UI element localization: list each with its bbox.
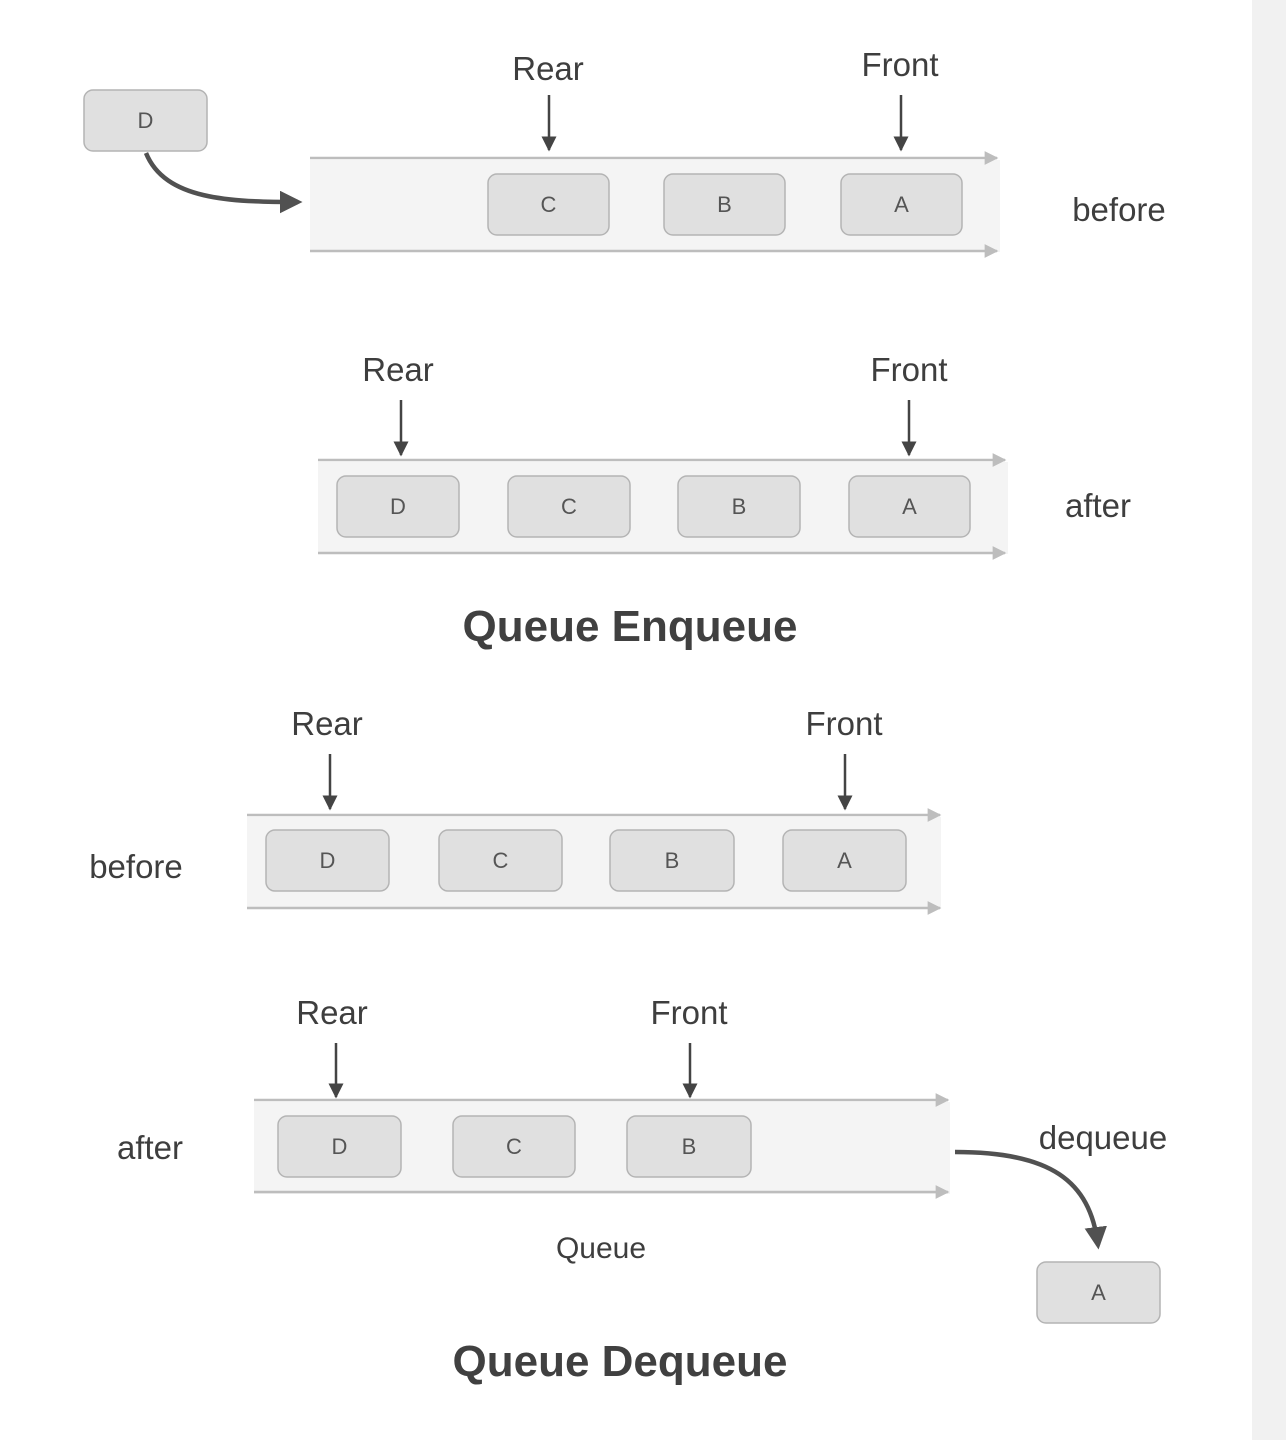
front-label: Front	[650, 994, 727, 1031]
rear-label: Rear	[362, 351, 434, 388]
queue-item-b: B	[663, 173, 786, 236]
svg-text:B: B	[665, 848, 680, 873]
front-label: Front	[861, 46, 938, 83]
svg-text:C: C	[541, 192, 557, 217]
queue-item-b: B	[626, 1115, 752, 1178]
dequeue-before-group: Rear Front D C B A before	[89, 705, 942, 915]
rear-label: Rear	[291, 705, 363, 742]
front-label: Front	[805, 705, 882, 742]
svg-text:D: D	[332, 1134, 348, 1159]
queue-caption: Queue	[556, 1232, 646, 1265]
outgoing-item-a: A	[1036, 1261, 1161, 1324]
incoming-item-d: D	[83, 89, 208, 152]
svg-text:C: C	[506, 1134, 522, 1159]
state-label-after: after	[1065, 487, 1131, 524]
svg-text:B: B	[717, 192, 732, 217]
front-label: Front	[870, 351, 947, 388]
dequeue-after-group: Rear Front D C B after Queue dequeue A	[117, 994, 1167, 1324]
queue-item-c: C	[487, 173, 610, 236]
enqueue-after-group: Rear Front D C B A after	[318, 351, 1131, 560]
queue-item-d: D	[277, 1115, 402, 1178]
queue-item-d: D	[265, 829, 390, 892]
queue-item-a: A	[848, 475, 971, 538]
state-label-before: before	[1072, 191, 1166, 228]
rear-label: Rear	[512, 50, 584, 87]
svg-text:B: B	[732, 494, 747, 519]
queue-item-a: A	[840, 173, 963, 236]
queue-item-c: C	[507, 475, 631, 538]
svg-text:D: D	[138, 108, 154, 133]
svg-text:C: C	[561, 494, 577, 519]
svg-text:A: A	[837, 848, 852, 873]
enqueue-curved-arrow	[143, 152, 303, 214]
page-edge-shade	[1252, 0, 1286, 1440]
queue-item-d: D	[336, 475, 460, 538]
queue-item-a: A	[782, 829, 907, 892]
queue-item-b: B	[609, 829, 735, 892]
queue-item-c: C	[452, 1115, 576, 1178]
svg-text:A: A	[1091, 1280, 1106, 1305]
svg-text:D: D	[390, 494, 406, 519]
svg-text:D: D	[320, 848, 336, 873]
svg-text:C: C	[493, 848, 509, 873]
dequeue-action-label: dequeue	[1039, 1119, 1167, 1156]
enqueue-before-group: Rear Front C B A D before	[83, 46, 1166, 258]
state-label-before: before	[89, 848, 183, 885]
enqueue-title: Queue Enqueue	[463, 602, 798, 651]
queue-item-c: C	[438, 829, 563, 892]
rear-label: Rear	[296, 994, 368, 1031]
dequeue-title: Queue Dequeue	[453, 1337, 788, 1386]
svg-text:A: A	[902, 494, 917, 519]
queue-item-b: B	[677, 475, 801, 538]
svg-text:A: A	[894, 192, 909, 217]
dequeue-curved-arrow	[954, 1149, 1107, 1250]
svg-text:B: B	[682, 1134, 697, 1159]
state-label-after: after	[117, 1129, 183, 1166]
